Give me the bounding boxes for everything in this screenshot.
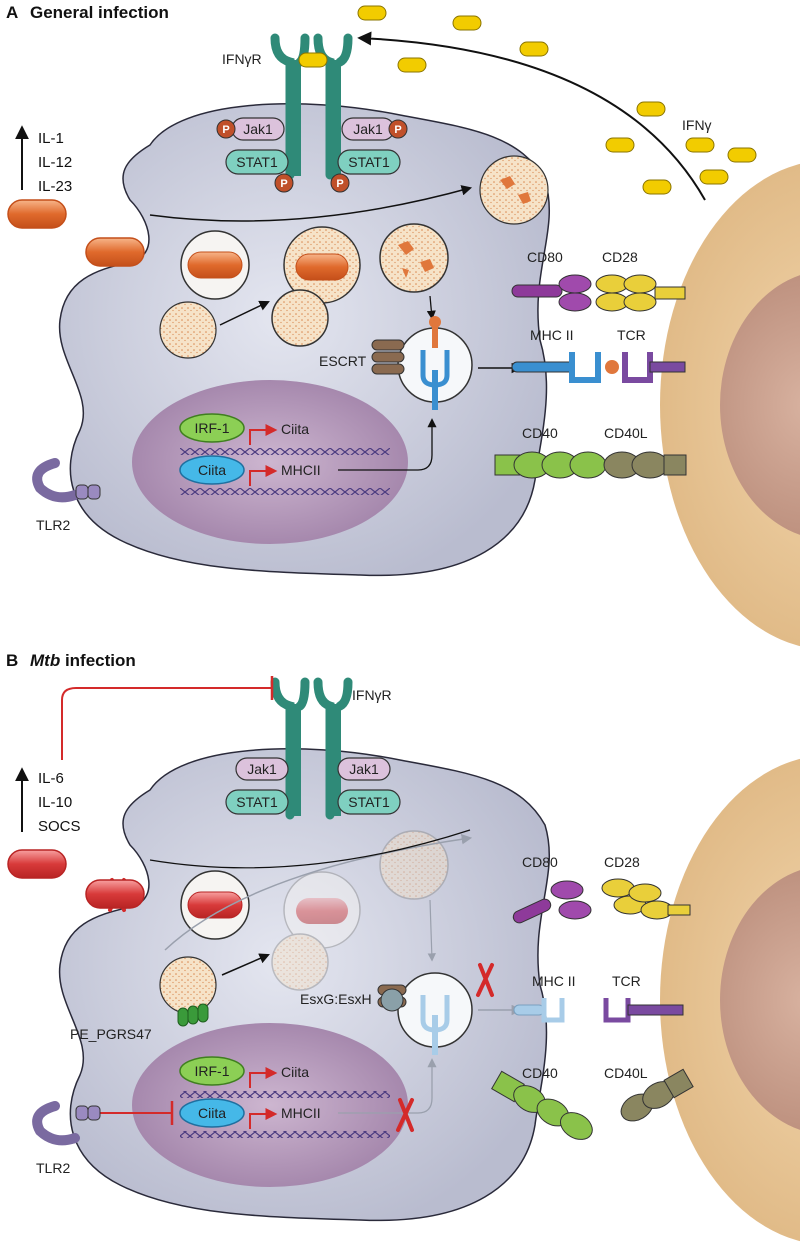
ciita-gene-label-b: Ciita bbox=[281, 1064, 309, 1080]
lysosome-b bbox=[159, 956, 217, 1014]
tcr-b bbox=[603, 998, 684, 1023]
stat1-right-a bbox=[337, 149, 401, 175]
nucleus-a bbox=[132, 380, 408, 544]
cd40l-label-b: CD40L bbox=[604, 1065, 648, 1081]
cytokine-a-0: IL-1 bbox=[38, 130, 64, 147]
cd80-label-b: CD80 bbox=[522, 854, 558, 870]
irf-1-protein-b bbox=[179, 1056, 245, 1086]
bacterium-outside-2-a bbox=[85, 237, 145, 267]
dna-strand-ciita-a bbox=[180, 488, 390, 495]
stat1-right-label-a: STAT1 bbox=[348, 154, 390, 170]
ifngr-label-a: IFNγR bbox=[222, 51, 262, 67]
ifngr-b bbox=[270, 677, 353, 820]
irf-1-label-a: IRF-1 bbox=[195, 420, 230, 436]
pe-pgrs47-b bbox=[177, 1003, 209, 1027]
mhcii-gene-label-a: MHCII bbox=[281, 462, 321, 478]
escrt-label-a: ESCRT bbox=[319, 353, 367, 369]
escrt-complex-a bbox=[371, 339, 405, 375]
tcr-label-b: TCR bbox=[612, 973, 641, 989]
cytokine-a-1: IL-12 bbox=[38, 154, 72, 171]
jak1-right-label-b: Jak1 bbox=[349, 761, 379, 777]
ifn-gamma-label-a: IFNγ bbox=[682, 117, 712, 133]
cytokine-a-2: IL-23 bbox=[38, 178, 72, 195]
cd40-b bbox=[491, 1070, 593, 1140]
svg-text:P: P bbox=[336, 178, 343, 190]
ifngr-label-b: IFNγR bbox=[352, 687, 392, 703]
cytokine-b-2: SOCS bbox=[38, 818, 81, 835]
cd28-label-a: CD28 bbox=[602, 249, 638, 265]
tcr-label-a: TCR bbox=[617, 327, 646, 343]
ifn-gamma-molecules-a bbox=[357, 5, 757, 195]
tlr2-label-b: TLR2 bbox=[36, 1160, 70, 1176]
esx-label-b: EsxG:EsxH bbox=[300, 991, 372, 1007]
bacterium-outside-2-b bbox=[85, 879, 145, 909]
degraded-bacteria-vesicle-a bbox=[379, 223, 449, 293]
ifn-secretion-arrow-a bbox=[357, 31, 706, 201]
panel-b: B Mtb infection IRF-1 Ciita Ciita MHCII bbox=[6, 651, 800, 1242]
tlr2-label-a: TLR2 bbox=[36, 517, 70, 533]
mhcii-label-b: MHC II bbox=[532, 973, 576, 989]
arrested-phagolysosome-b bbox=[271, 830, 449, 991]
tlr2-b bbox=[32, 1101, 101, 1146]
stat1-left-a bbox=[225, 149, 289, 175]
stat1-right-label-b: STAT1 bbox=[348, 794, 390, 810]
t-cell-a bbox=[660, 163, 800, 647]
ciita-protein-b bbox=[179, 1098, 245, 1128]
mhcii-label-a: MHC II bbox=[530, 327, 574, 343]
panel-a-letter: A bbox=[6, 3, 18, 22]
panel-a-title: General infection bbox=[30, 3, 169, 22]
panel-b-letter: B bbox=[6, 651, 18, 670]
dna-strand-irf-a bbox=[180, 448, 390, 455]
phospho-groups-a: P P P P bbox=[216, 119, 408, 193]
cd40-label-a: CD40 bbox=[522, 425, 558, 441]
esxg-esxh-b bbox=[377, 984, 407, 1012]
cytokine-b-0: IL-6 bbox=[38, 770, 64, 787]
svg-text:P: P bbox=[222, 124, 229, 136]
cd28-b bbox=[601, 878, 691, 920]
il6-inhibition-b bbox=[61, 687, 272, 760]
t-cell-b bbox=[660, 758, 800, 1242]
cd28-label-b: CD28 bbox=[604, 854, 640, 870]
ifngr-a bbox=[270, 33, 353, 180]
cd80-label-a: CD80 bbox=[527, 249, 563, 265]
svg-text:P: P bbox=[394, 124, 401, 136]
panel-a: A General infection IRF-1 Ciita Ciita MH… bbox=[6, 3, 800, 647]
cd80-b bbox=[512, 880, 592, 924]
ciita-protein-label-a: Ciita bbox=[198, 462, 226, 478]
bacterium-outside-1-a bbox=[7, 199, 67, 229]
mhcii-b bbox=[513, 998, 565, 1023]
cd40-cd40l-a bbox=[494, 451, 687, 479]
cd80-cd28-a bbox=[511, 274, 686, 312]
exocytosed-debris-a bbox=[479, 155, 549, 225]
svg-text:P: P bbox=[280, 178, 287, 190]
phagosome-bacterium-a bbox=[187, 251, 243, 279]
mhcii-gene-label-b: MHCII bbox=[281, 1105, 321, 1121]
stat1-left-label-b: STAT1 bbox=[236, 794, 278, 810]
jak1-left-label-b: Jak1 bbox=[247, 761, 277, 777]
lysosome-a bbox=[159, 301, 217, 359]
nucleus-b bbox=[132, 1023, 408, 1187]
irf-1-protein-a bbox=[179, 413, 245, 443]
mhcii-tcr-a bbox=[511, 352, 686, 383]
tlr2-a bbox=[32, 458, 101, 503]
jak1-right-label-a: Jak1 bbox=[353, 121, 383, 137]
ciita-protein-label-b: Ciita bbox=[198, 1105, 226, 1121]
cd40-label-b: CD40 bbox=[522, 1065, 558, 1081]
jak1-left-label-a: Jak1 bbox=[243, 121, 273, 137]
cd40l-b bbox=[620, 1068, 694, 1122]
ciita-gene-label-a: Ciita bbox=[281, 421, 309, 437]
ciita-protein-a bbox=[179, 455, 245, 485]
bacterium-outside-1-b bbox=[7, 849, 67, 879]
panel-b-title: Mtb infection bbox=[30, 651, 136, 670]
pe-pgrs47-label-b: PE_PGRS47 bbox=[70, 1026, 152, 1042]
cd40l-label-a: CD40L bbox=[604, 425, 648, 441]
stat1-left-label-a: STAT1 bbox=[236, 154, 278, 170]
irf-1-label-b: IRF-1 bbox=[195, 1063, 230, 1079]
cytokine-b-1: IL-10 bbox=[38, 794, 72, 811]
